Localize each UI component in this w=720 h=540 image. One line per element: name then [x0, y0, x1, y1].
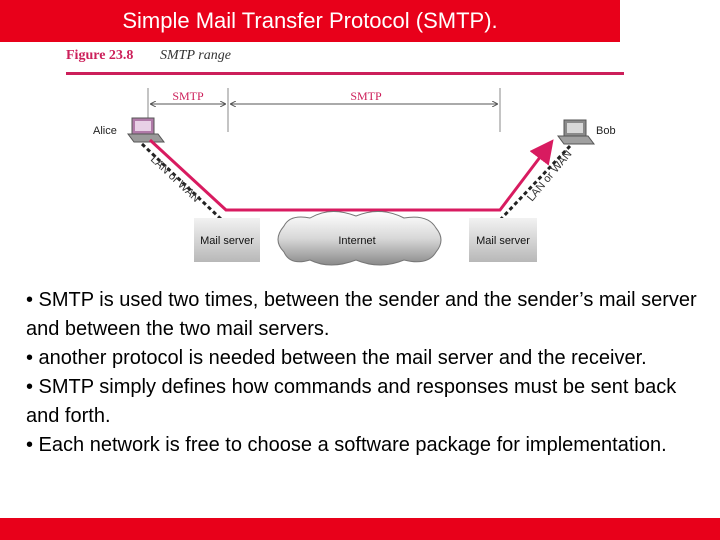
bullet-list: • SMTP is used two times, between the se… [26, 286, 706, 460]
alice-laptop-icon [128, 118, 164, 142]
bullet-item: • another protocol is needed between the… [26, 344, 706, 373]
mail-server-right-box: Mail server [469, 218, 537, 262]
range-label-right: SMTP [350, 89, 382, 103]
lan-wan-right-label: LAN or WAN [525, 148, 574, 204]
slide-title-bar: Simple Mail Transfer Protocol (SMTP). [0, 0, 620, 42]
bullet-item: • SMTP simply defines how commands and r… [26, 373, 706, 431]
internet-label: Internet [338, 235, 375, 247]
mail-server-right-label: Mail server [476, 235, 530, 247]
internet-cloud-icon: Internet [278, 211, 441, 265]
mail-server-left-box: Mail server [194, 218, 260, 262]
smtp-path-line [150, 140, 550, 210]
bullet-item: • SMTP is used two times, between the se… [26, 286, 706, 344]
smtp-range-figure: Figure 23.8 SMTP range SMTP SMTP Alice B… [0, 42, 720, 272]
alice-label: Alice [93, 125, 117, 137]
mail-server-left-label: Mail server [200, 235, 254, 247]
figure-caption: SMTP range [160, 48, 231, 63]
bullet-item: • Each network is free to choose a softw… [26, 431, 706, 460]
slide-bottom-bar [0, 518, 720, 540]
figure-header-rule [66, 72, 624, 75]
figure-number: Figure 23.8 [66, 48, 133, 63]
bob-label: Bob [596, 125, 616, 137]
bob-laptop-icon [558, 120, 594, 144]
slide-title: Simple Mail Transfer Protocol (SMTP). [122, 0, 497, 42]
range-label-left: SMTP [172, 89, 204, 103]
